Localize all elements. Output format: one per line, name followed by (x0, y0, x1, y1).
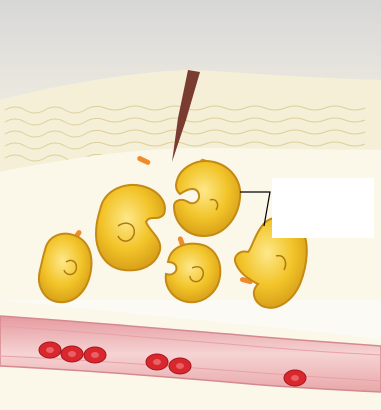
phagocyte-icon (166, 244, 221, 303)
label-placeholder-box (272, 178, 374, 238)
